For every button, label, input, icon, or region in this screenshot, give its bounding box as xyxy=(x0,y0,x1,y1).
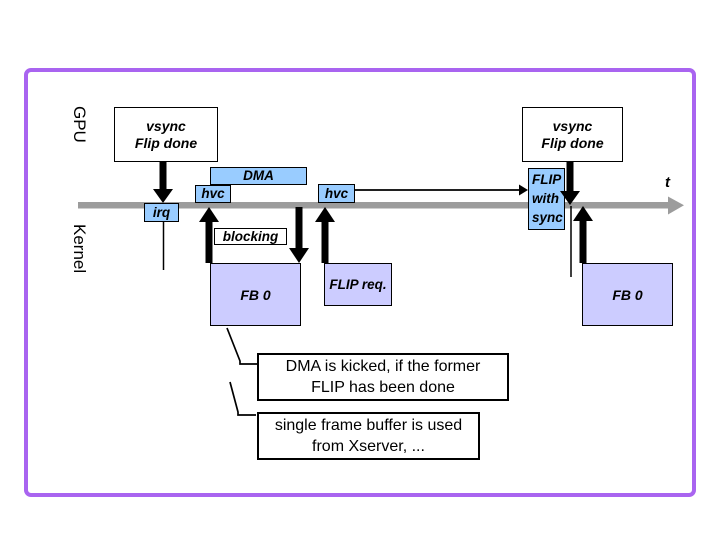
dma-box: DMA xyxy=(210,167,307,185)
flip-with-sync-box: FLIP with sync xyxy=(528,168,565,230)
kernel-lane-label: Kernel xyxy=(70,224,89,274)
gpu-lane-label: GPU xyxy=(70,106,89,143)
irq-box: irq xyxy=(144,203,179,222)
with-line: with xyxy=(532,191,559,206)
fb0-box-left: FB 0 xyxy=(210,263,301,326)
fb0-box-right: FB 0 xyxy=(582,263,673,326)
flip-done-line: Flip done xyxy=(134,134,198,151)
callout-box-single-framebuffer: single frame buffer is used from Xserver… xyxy=(257,412,480,460)
vsync-flip-done-box-left: vsync Flip done xyxy=(114,107,218,162)
blocking-box: blocking xyxy=(214,228,287,245)
callout-line: FLIP has been done xyxy=(311,379,455,396)
vsync-line: vsync xyxy=(552,117,593,134)
vsync-flip-done-box-right: vsync Flip done xyxy=(522,107,623,162)
hvc-box-2: hvc xyxy=(318,184,355,203)
flip-done-line: Flip done xyxy=(541,134,604,151)
callout-box-dma-kicked: DMA is kicked, if the former FLIP has be… xyxy=(257,353,509,401)
vsync-line: vsync xyxy=(146,117,186,134)
flip-line: FLIP xyxy=(532,172,562,187)
sync-line: sync xyxy=(532,210,563,225)
hvc-box-1: hvc xyxy=(195,185,231,203)
callout-line: single frame buffer is used xyxy=(274,417,463,434)
callout-line: from Xserver, ... xyxy=(312,438,425,455)
callout-line: DMA is kicked, if the former xyxy=(285,358,481,375)
time-axis-label: t xyxy=(665,174,670,191)
flip-req-box: FLIP req. xyxy=(324,263,392,306)
